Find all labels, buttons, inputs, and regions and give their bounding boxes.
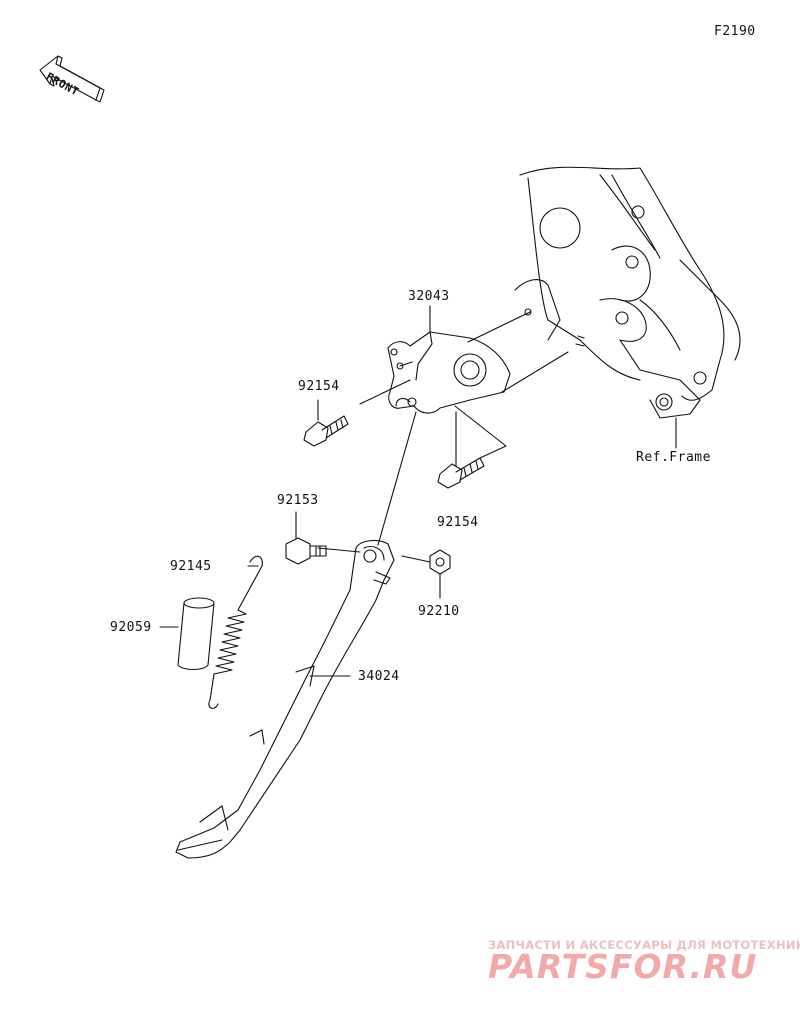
part-label-32043: 32043 bbox=[408, 289, 450, 304]
bolt-92154-lower bbox=[437, 457, 485, 489]
watermark-tagline: ЗАПЧАСТИ И АКСЕССУАРЫ ДЛЯ МОТОТЕХНИКИ bbox=[488, 938, 800, 952]
watermark-logo: PARTSFOR.RU bbox=[488, 947, 758, 986]
diagram-code: F2190 bbox=[714, 24, 756, 39]
reference-frame-label: Ref.Frame bbox=[636, 450, 711, 465]
frame-reference bbox=[514, 166, 741, 419]
bolt-92154-upper bbox=[303, 415, 349, 447]
part-label-92153: 92153 bbox=[277, 493, 319, 508]
side-stand-34024 bbox=[175, 539, 395, 859]
pivot-bolt-92153 bbox=[285, 537, 327, 565]
part-label-92145: 92145 bbox=[170, 559, 212, 574]
part-label-92210: 92210 bbox=[418, 604, 460, 619]
spring-92145 bbox=[208, 555, 263, 709]
part-label-92154-upper: 92154 bbox=[298, 379, 340, 394]
bracket-32043 bbox=[387, 331, 511, 414]
sleeve-92059 bbox=[177, 597, 215, 671]
front-arrow-icon bbox=[39, 55, 105, 103]
leader-lines bbox=[159, 305, 677, 677]
part-label-92059: 92059 bbox=[110, 620, 152, 635]
nut-92210 bbox=[429, 549, 451, 575]
part-label-34024: 34024 bbox=[358, 669, 400, 684]
part-label-92154-lower: 92154 bbox=[437, 515, 479, 530]
